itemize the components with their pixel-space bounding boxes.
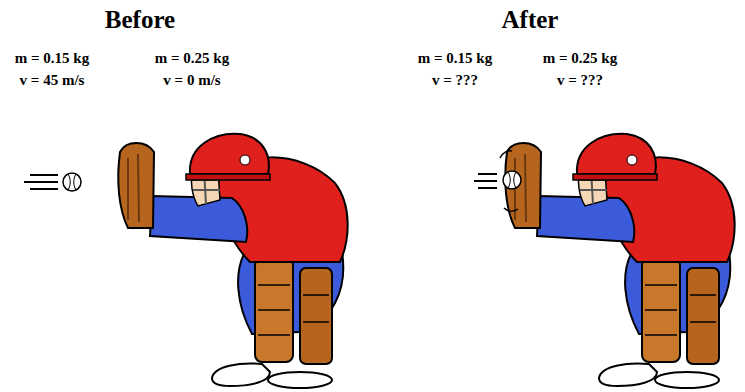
mass-value: m = 0.25 kg	[543, 50, 617, 67]
mass-value: m = 0.15 kg	[15, 50, 89, 67]
mass-value: m = 0.15 kg	[418, 50, 492, 67]
panel-heading: Before	[105, 6, 175, 34]
velocity-value: v = 45 m/s	[20, 72, 85, 89]
mass-value: m = 0.25 kg	[155, 50, 229, 67]
velocity-value: v = 0 m/s	[163, 72, 220, 89]
velocity-value: v = ???	[432, 72, 478, 89]
panel-heading: After	[502, 6, 559, 34]
velocity-value: v = ???	[557, 72, 603, 89]
